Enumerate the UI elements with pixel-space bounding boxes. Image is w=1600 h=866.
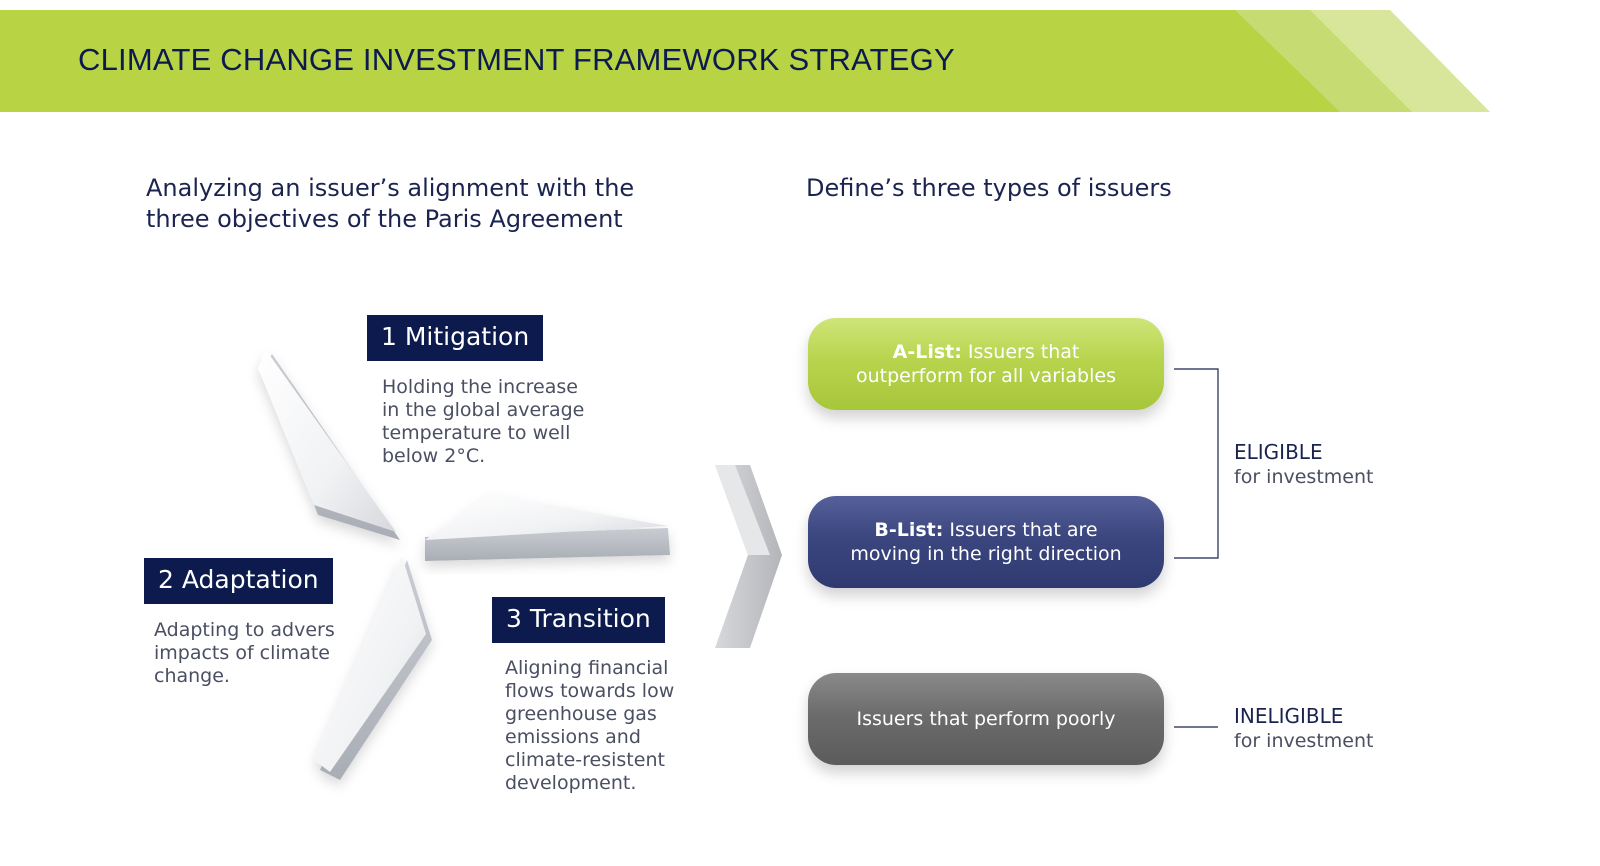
issuer-b-list-bold: B-List: [874, 519, 944, 541]
issuer-a-list-pill: A-List: Issuers that outperform for all … [808, 318, 1164, 410]
objective-adaptation-description: Adapting to advers impacts of climate ch… [154, 619, 335, 687]
ineligible-title: INELIGIBLE [1234, 704, 1344, 728]
blade-right [425, 494, 670, 561]
issuer-b-list-text: Issuers that are moving in the right dir… [850, 519, 1122, 565]
eligible-title: ELIGIBLE [1234, 440, 1323, 464]
left-heading-line2: three objectives of the Paris Agreement [146, 205, 623, 233]
objective-mitigation-label: 1 Mitigation [367, 315, 544, 361]
issuer-a-list-text: Issuers that outperform for all variable… [856, 341, 1116, 387]
left-column-heading: Analyzing an issuer’s alignment with the… [146, 173, 634, 235]
left-heading-line1: Analyzing an issuer’s alignment with the [146, 174, 635, 202]
objective-transition-label: 3 Transition [492, 597, 665, 643]
issuer-poor-text: Issuers that perform poorly [856, 708, 1116, 730]
banner-shape [0, 10, 1490, 112]
objective-transition-description: Aligning financial flows towards low gre… [505, 657, 675, 794]
eligible-bracket [1174, 368, 1219, 559]
blade-upper-left [258, 350, 400, 540]
chevron-arrow [715, 465, 782, 648]
ineligible-subtitle: for investment [1234, 730, 1374, 752]
issuer-b-list-pill: B-List: Issuers that are moving in the r… [808, 496, 1164, 588]
objective-adaptation-label: 2 Adaptation [144, 558, 333, 604]
eligible-subtitle: for investment [1234, 466, 1374, 488]
objective-mitigation-description: Holding the increase in the global avera… [382, 376, 585, 467]
header-banner: CLIMATE CHANGE INVESTMENT FRAMEWORK STRA… [0, 0, 1600, 112]
issuer-a-list-bold: A-List: [892, 341, 962, 363]
right-column-heading: Define’s three types of issuers [806, 174, 1172, 202]
page-title: CLIMATE CHANGE INVESTMENT FRAMEWORK STRA… [78, 42, 955, 77]
banner-main-stripe [0, 10, 1340, 112]
blade-lower [314, 556, 432, 780]
issuer-poor-pill: Issuers that perform poorly [808, 673, 1164, 765]
